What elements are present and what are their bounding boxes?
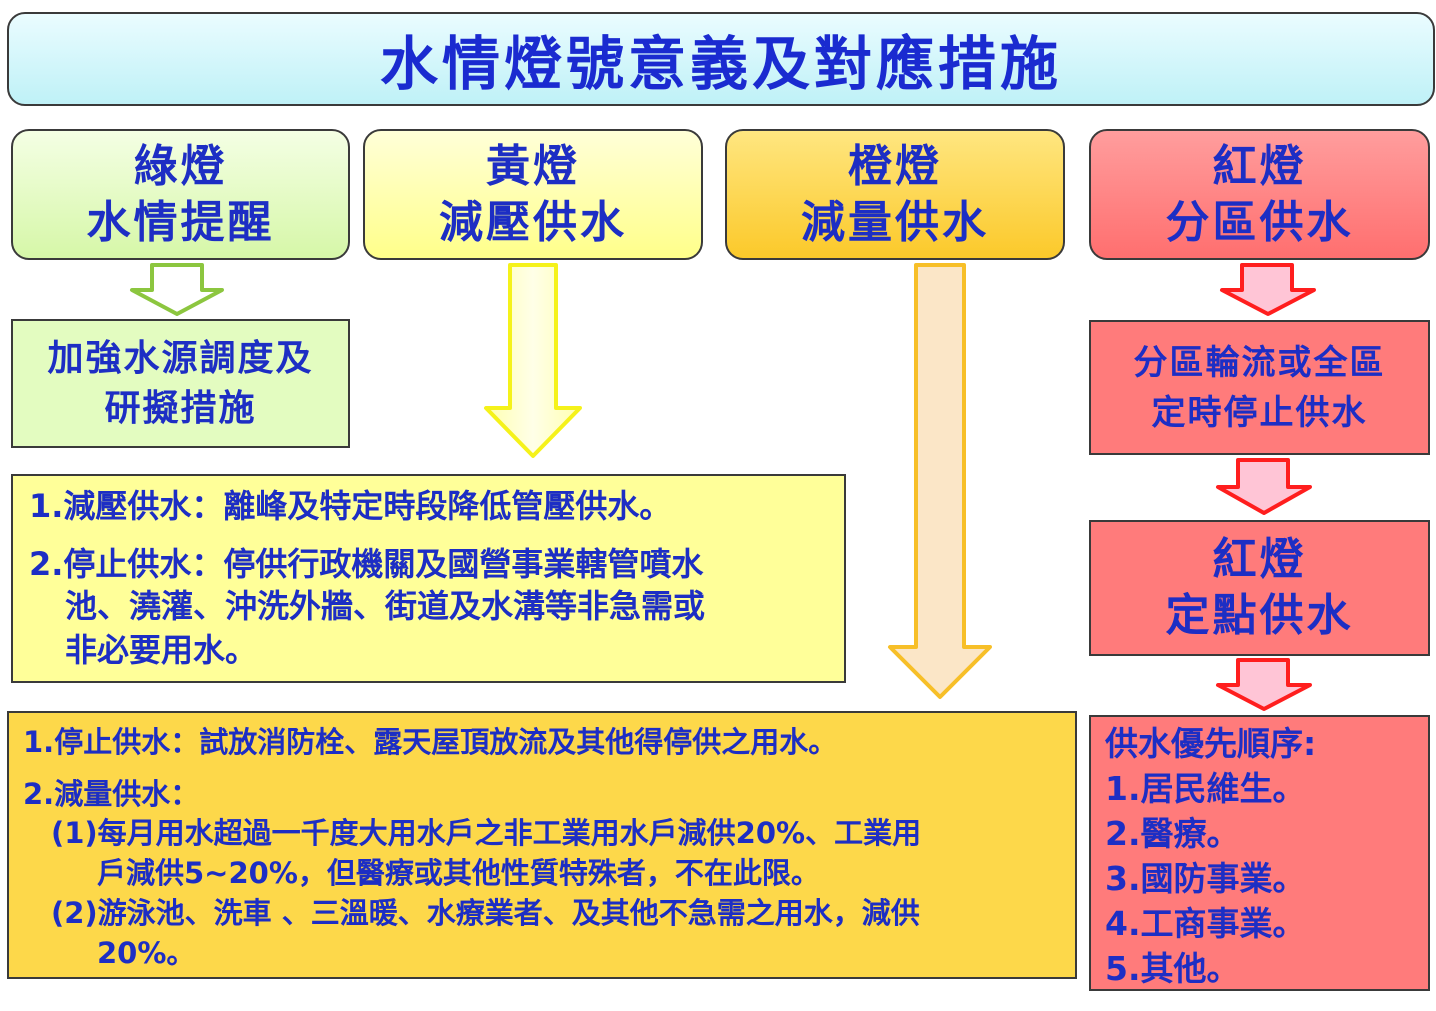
red-down-arrow-icon-3	[1216, 658, 1312, 711]
orange-measure-2-1-cont: 戶減供5~20%，但醫療或其他性質特殊者，不在此限。	[97, 856, 820, 890]
green-down-arrow-icon	[130, 263, 224, 316]
priority-box: 供水優先順序: 1.居民維生。 2.醫療。 3.國防事業。 4.工商事業。 5.…	[1089, 715, 1430, 991]
priority-heading: 供水優先順序:	[1105, 724, 1317, 763]
red-down-arrow-icon-2	[1216, 458, 1312, 515]
orange-lamp-name: 橙燈	[848, 140, 942, 192]
yellow-measure-box: 1.減壓供水：離峰及特定時段降低管壓供水。 2.停止供水：停供行政機關及國營事業…	[11, 474, 846, 683]
orange-measure-2-2: (2)游泳池、洗車 、三溫暖、水療業者、及其他不急需之用水，減供	[51, 896, 920, 930]
orange-measure-1: 1.停止供水：試放消防栓、露天屋頂放流及其他得停供之用水。	[23, 725, 838, 759]
yellow-down-arrow-icon	[484, 263, 582, 458]
orange-measure-box: 1.停止供水：試放消防栓、露天屋頂放流及其他得停供之用水。 2.減量供水： (1…	[7, 711, 1077, 979]
red-measure-2-line-1: 紅燈	[1212, 534, 1307, 585]
red-measure-box-2: 紅燈 定點供水	[1089, 520, 1430, 656]
yellow-lamp-name: 黃燈	[486, 140, 580, 192]
red-measure-1-line-2: 定時停止供水	[1151, 392, 1368, 433]
red-measure-1-line-1: 分區輪流或全區	[1133, 342, 1386, 383]
red-lamp-box: 紅燈 分區供水	[1089, 129, 1430, 260]
orange-down-arrow-icon	[888, 263, 992, 699]
green-measure-line-1: 加強水源調度及	[47, 337, 314, 379]
title-banner: 水情燈號意義及對應措施	[7, 12, 1435, 106]
priority-item-3: 3.國防事業。	[1105, 859, 1306, 898]
red-lamp-label: 分區供水	[1165, 196, 1354, 248]
priority-item-5: 5.其他。	[1105, 949, 1240, 988]
page-title: 水情燈號意義及對應措施	[379, 30, 1062, 98]
red-measure-2-line-2: 定點供水	[1165, 590, 1354, 641]
priority-item-1: 1.居民維生。	[1105, 769, 1306, 808]
yellow-lamp-label: 減壓供水	[439, 196, 627, 248]
orange-measure-2-2-cont: 20%。	[97, 936, 196, 970]
green-lamp-box: 綠燈 水情提醒	[11, 129, 350, 260]
red-measure-box-1: 分區輪流或全區 定時停止供水	[1089, 320, 1430, 455]
priority-item-2: 2.醫療。	[1105, 814, 1240, 853]
green-measure-box: 加強水源調度及 研擬措施	[11, 319, 350, 448]
yellow-measure-2-cont-1: 池、澆灌、沖洗外牆、街道及水溝等非急需或	[65, 587, 706, 625]
priority-item-4: 4.工商事業。	[1105, 904, 1306, 943]
green-lamp-name: 綠燈	[133, 140, 228, 192]
red-down-arrow-icon-1	[1220, 263, 1316, 316]
red-lamp-name: 紅燈	[1212, 140, 1307, 192]
yellow-measure-2-cont-2: 非必要用水。	[65, 631, 258, 669]
orange-measure-2: 2.減量供水：	[23, 777, 200, 811]
green-lamp-label: 水情提醒	[86, 196, 275, 248]
green-measure-line-2: 研擬措施	[104, 387, 257, 429]
yellow-lamp-box: 黃燈 減壓供水	[363, 129, 703, 260]
orange-lamp-box: 橙燈 減量供水	[725, 129, 1065, 260]
orange-measure-2-1: (1)每月用水超過一千度大用水戶之非工業用水戶減供20%、工業用	[51, 816, 922, 850]
yellow-measure-2: 2.停止供水：停供行政機關及國營事業轄管噴水	[29, 545, 704, 583]
orange-lamp-label: 減量供水	[801, 196, 989, 248]
yellow-measure-1: 1.減壓供水：離峰及特定時段降低管壓供水。	[29, 487, 672, 525]
